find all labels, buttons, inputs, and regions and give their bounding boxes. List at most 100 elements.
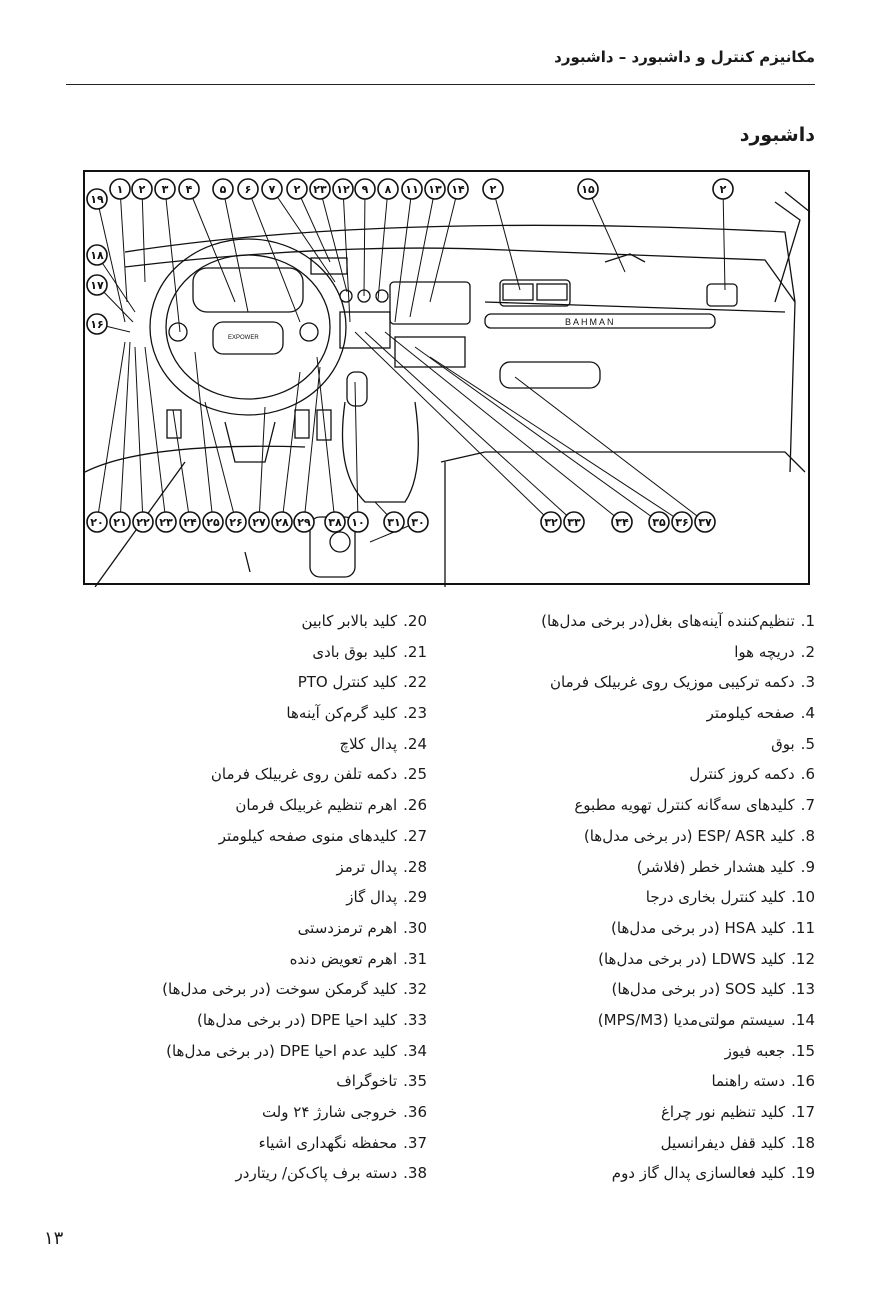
legend-item: 15.جعبه فیوز	[541, 1036, 815, 1067]
legend-item-text: دکمه ترکیبی موزیک روی غربیلک فرمان	[550, 673, 795, 692]
callout-marker: ۱۵	[577, 178, 599, 200]
legend-item-number: 16.	[791, 1072, 815, 1091]
callout-marker: ۲	[482, 178, 504, 200]
leader-line	[296, 188, 331, 263]
legend-item-number: 29.	[403, 888, 427, 907]
legend-item-text: صفحه کیلومتر	[706, 704, 795, 723]
legend-item: 8.کلید ESP/ ASR (در برخی مدل‌ها)	[541, 821, 815, 852]
callout-number: ۲	[294, 183, 301, 196]
legend-item-text: سیستم مولتی‌مدیا (MPS/M3)	[597, 1010, 786, 1029]
callout-marker: ۳۲	[540, 511, 562, 533]
legend-item: 19.کلید فعالسازی پدال گاز دوم	[541, 1158, 815, 1189]
legend-item-text: کلید فعالسازی پدال گاز دوم	[611, 1164, 786, 1183]
legend-item-number: 26.	[403, 796, 427, 815]
legend-item-text: کلید هشدار خطر (فلاشر)	[636, 857, 795, 876]
callout-circle	[225, 511, 247, 533]
legend-item-text: دکمه تلفن روی غربیلک فرمان	[210, 765, 398, 784]
callout-number: ۲	[139, 183, 146, 196]
callout-marker: ۴	[178, 178, 200, 200]
callout-circle	[109, 178, 131, 200]
legend-item: 24.پدال کلاچ	[162, 729, 427, 760]
legend-item: 23.کلید گرم‌کن آینه‌ها	[162, 698, 427, 729]
leader-line	[247, 188, 301, 323]
legend-item: 25.دکمه تلفن روی غربیلک فرمان	[162, 759, 427, 790]
callout-marker: ۵	[212, 178, 234, 200]
callout-marker: ۱۰	[347, 511, 369, 533]
legend-item-number: 35.	[403, 1072, 427, 1091]
callout-number: ۱۲	[336, 183, 350, 196]
callout-circle	[611, 511, 633, 533]
legend-item-number: 14.	[791, 1010, 815, 1029]
callout-marker: ۱۴	[447, 178, 469, 200]
leader-line	[354, 331, 552, 523]
callout-number: ۸	[385, 183, 392, 196]
callout-circle	[109, 511, 131, 533]
leader-line	[96, 254, 136, 313]
legend-item: 7.کلیدهای سه‌گانه کنترل تهویه مطبوع	[541, 790, 815, 821]
leader-line	[384, 331, 623, 523]
callout-marker: ۲۶	[225, 511, 247, 533]
callout-marker: ۳۷	[694, 511, 716, 533]
leader-line	[319, 188, 348, 293]
callout-marker: ۲۳	[309, 178, 331, 200]
legend-item-text: اهرم تنظیم غربیلک فرمان	[235, 796, 398, 815]
callout-circle	[563, 511, 585, 533]
legend-item-text: کلید ESP/ ASR (در برخی مدل‌ها)	[583, 826, 795, 845]
leader-line	[134, 346, 144, 523]
callout-marker: ۱۸	[86, 244, 108, 266]
callout-marker: ۳۸	[324, 511, 346, 533]
legend-item: 27. کلیدهای منوی صفحه کیلومتر	[162, 821, 427, 852]
legend-item-number: 27.	[403, 826, 427, 845]
legend-item-text: کلید گرمکن سوخت (در برخی مدل‌ها)	[162, 980, 398, 999]
callout-marker: ۲۹	[293, 511, 315, 533]
legend-item: 17.کلید تنظیم نور چراغ	[541, 1097, 815, 1128]
callout-marker: ۲۵	[202, 511, 224, 533]
legend-item: 21.کلید بوق بادی	[162, 637, 427, 668]
leader-line	[188, 188, 236, 303]
leader-line	[141, 188, 146, 283]
callout-number: ۵	[220, 183, 227, 196]
callout-marker: ۲۰	[86, 511, 108, 533]
callout-marker: ۱۷	[86, 274, 108, 296]
callout-marker: ۱۹	[86, 188, 108, 210]
callout-number: ۱۱	[405, 183, 418, 196]
callout-circle	[293, 511, 315, 533]
callout-marker: ۲۱	[109, 511, 131, 533]
legend-item: 2.دریچه هوا	[541, 637, 815, 668]
callout-circle	[261, 178, 283, 200]
callout-circle	[86, 511, 108, 533]
legend-item: 13.کلید SOS (در برخی مدل‌ها)	[541, 974, 815, 1005]
legend-item: 10.کلید کنترل بخاری درجا	[541, 882, 815, 913]
legend-item-number: 18.	[791, 1133, 815, 1152]
callout-circle	[671, 511, 693, 533]
callout-circle	[86, 274, 108, 296]
callout-number: ۳	[162, 183, 169, 196]
callout-number: ۳۳	[567, 516, 581, 529]
leader-line	[316, 356, 336, 523]
callout-number: ۳۸	[328, 516, 342, 529]
legend-item-text: کلید بوق بادی	[312, 642, 398, 661]
legend-item-text: خروجی شارژ ۲۴ ولت	[261, 1103, 398, 1121]
callout-circle	[712, 178, 734, 200]
callout-circle	[407, 511, 429, 533]
leader-line	[258, 406, 266, 523]
legend-item-text: کلیدهای منوی صفحه کیلومتر	[218, 826, 398, 845]
legend-item: 31.اهرم تعویض دنده	[162, 944, 427, 975]
callout-circle	[202, 511, 224, 533]
legend-item: 29. پدال گاز	[162, 882, 427, 913]
callout-number: ۲۱	[113, 516, 126, 529]
leader-line	[514, 376, 706, 523]
callout-number: ۱۳	[428, 183, 442, 196]
legend-item: 37.محفظه نگهداری اشیاء	[162, 1128, 427, 1159]
callout-circle	[354, 178, 376, 200]
legend-item: 12.کلید LDWS (در برخی مدل‌ها)	[541, 944, 815, 975]
callout-number: ۲۸	[275, 516, 289, 529]
legend-item-text: پدال گاز	[346, 888, 398, 907]
callout-number: ۲۲	[136, 516, 150, 529]
brand-label: BAHMAN	[565, 317, 616, 327]
legend-item: 35.تاخوگراف	[162, 1066, 427, 1097]
leader-line	[222, 188, 249, 313]
legend-item: 1.تنظیم‌کننده آینه‌های بغل(در برخی مدل‌ه…	[541, 606, 815, 637]
callout-circle	[309, 178, 331, 200]
